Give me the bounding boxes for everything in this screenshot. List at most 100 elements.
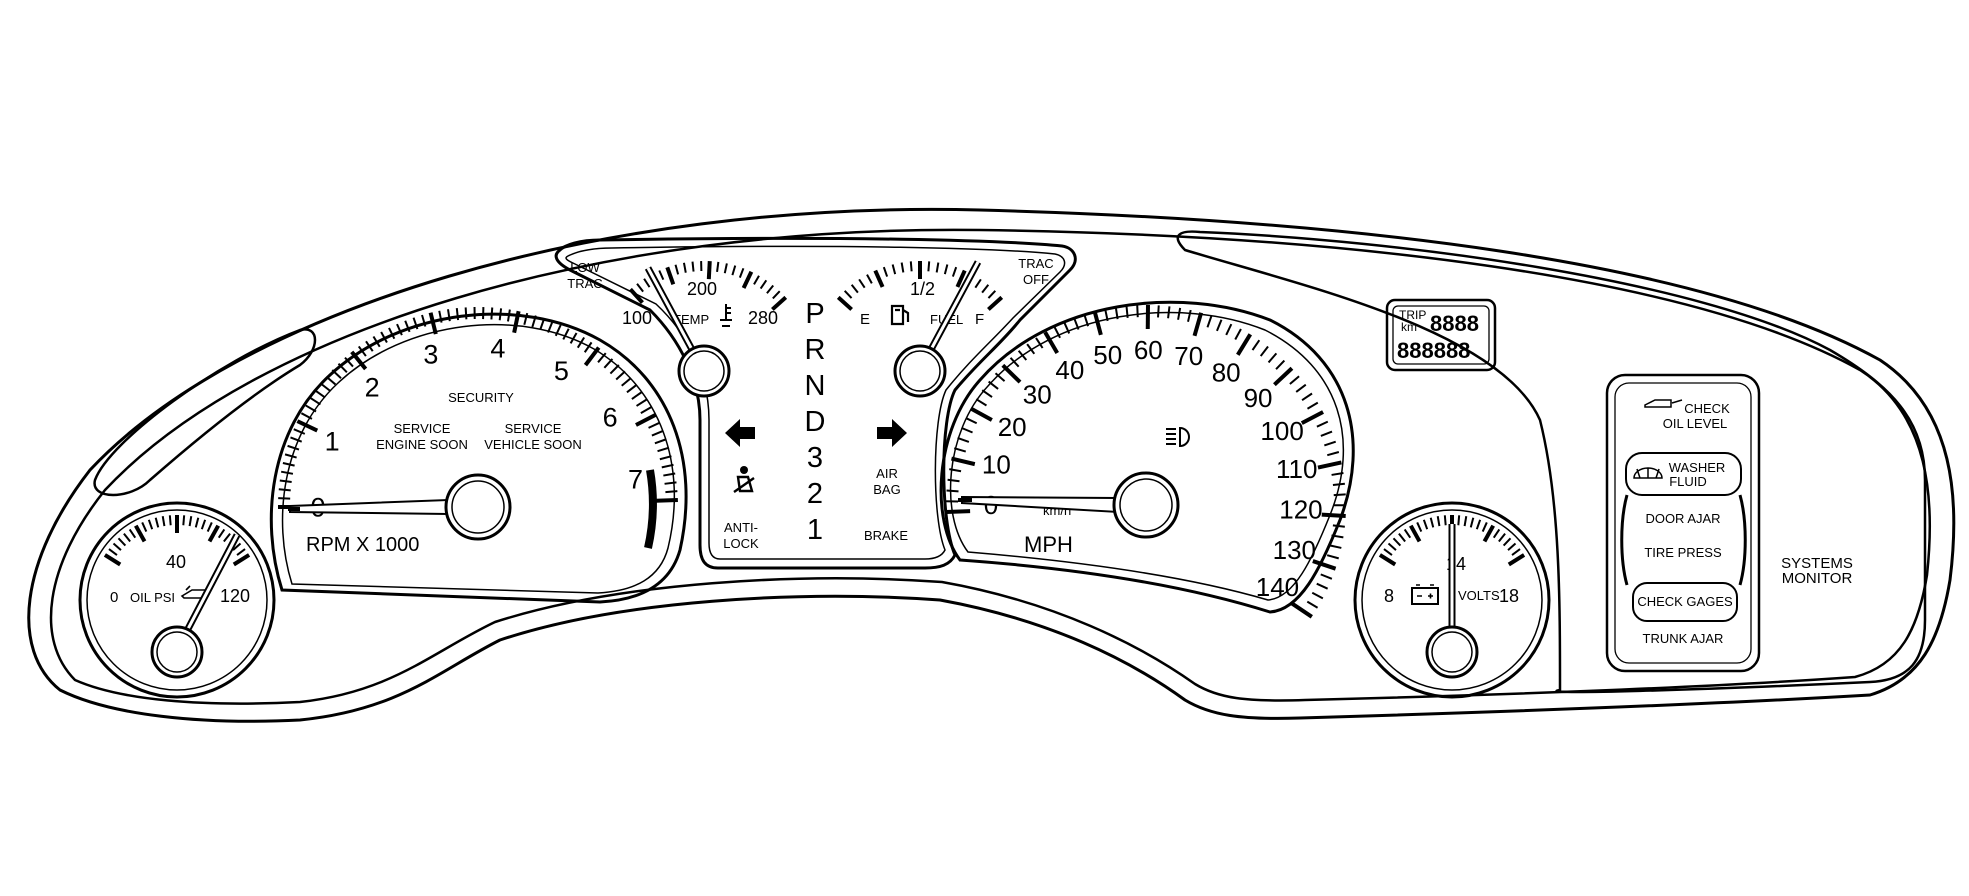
minor-tick xyxy=(320,382,331,392)
minor-tick xyxy=(464,307,468,320)
temp-caption: TEMP xyxy=(673,312,709,327)
washer-fluid-line2: FLUID xyxy=(1669,474,1707,489)
minor-tick xyxy=(635,398,648,407)
gear-2: 2 xyxy=(807,478,823,510)
low-trac-line1: LOW xyxy=(570,260,600,275)
trac-off-line2: OFF xyxy=(1023,272,1049,287)
minor-tick xyxy=(1403,528,1412,539)
minor-tick xyxy=(1443,515,1447,526)
warning-lamp-panel: CHECK OIL LEVEL WASHER FLUID DOOR AJAR T… xyxy=(1605,373,1761,673)
minor-tick xyxy=(949,468,962,473)
minor-tick xyxy=(1429,517,1435,528)
minor-tick xyxy=(236,548,246,556)
minor-tick xyxy=(636,283,644,293)
minor-tick xyxy=(665,490,678,494)
speedo-number-60: 60 xyxy=(1134,335,1163,365)
minor-tick xyxy=(891,264,897,275)
right-turn-signal-icon xyxy=(877,419,907,447)
minor-tick xyxy=(947,478,960,483)
speedo-numbers: 0102030405060708090100110120130140 xyxy=(982,335,1323,602)
minor-tick xyxy=(147,519,154,530)
minor-tick xyxy=(314,389,326,399)
check-gages-lamp: CHECK GAGES xyxy=(1637,594,1733,609)
minor-tick xyxy=(965,417,978,425)
major-tick xyxy=(873,269,885,288)
tach-number-1: 1 xyxy=(325,427,340,457)
minor-tick xyxy=(1332,482,1345,486)
minor-tick xyxy=(657,446,670,453)
major-tick xyxy=(946,509,971,514)
minor-tick xyxy=(280,470,294,475)
major-tick xyxy=(207,524,220,543)
temp-needle-hub xyxy=(677,344,731,398)
minor-tick xyxy=(337,362,348,373)
minor-tick xyxy=(112,542,122,551)
major-tick xyxy=(1317,460,1342,470)
tire-press-lamp: TIRE PRESS xyxy=(1644,545,1722,560)
minor-tick xyxy=(1306,401,1319,410)
tach-ticks xyxy=(278,307,678,549)
systems-monitor-label-line1: SYSTEMS xyxy=(1781,555,1853,572)
minor-tick xyxy=(438,310,443,323)
minor-tick xyxy=(957,436,970,443)
minor-tick xyxy=(1469,517,1475,528)
minor-tick xyxy=(753,275,760,285)
left-window-cutout xyxy=(93,328,317,497)
minor-tick xyxy=(1156,305,1160,318)
minor-tick xyxy=(882,266,889,277)
temp-gauge-ticks xyxy=(628,261,788,311)
check-oil-line1: CHECK xyxy=(1684,401,1730,416)
minor-tick xyxy=(309,397,321,406)
minor-tick xyxy=(331,369,342,379)
temp-label-100: 100 xyxy=(622,308,652,328)
tach-number-6: 6 xyxy=(603,402,618,432)
speedo-ticks xyxy=(946,304,1347,619)
minor-tick xyxy=(1475,519,1482,530)
minor-tick xyxy=(987,290,997,299)
seatbelt-icon xyxy=(733,466,755,493)
minor-tick xyxy=(554,324,562,337)
minor-tick xyxy=(1063,322,1071,334)
major-tick xyxy=(706,261,712,280)
minor-tick xyxy=(1267,352,1278,364)
minor-tick xyxy=(1331,472,1344,476)
major-tick xyxy=(134,524,147,543)
volt-needle-hub xyxy=(1425,625,1479,679)
major-tick xyxy=(1043,331,1059,355)
minor-tick xyxy=(1017,350,1028,361)
minor-tick xyxy=(490,307,494,320)
speedo-number-130: 130 xyxy=(1273,535,1316,565)
minor-tick xyxy=(1306,600,1319,609)
minor-tick xyxy=(1125,305,1129,318)
minor-tick xyxy=(1053,326,1061,339)
tach-number-2: 2 xyxy=(365,372,380,402)
minor-tick xyxy=(1136,305,1139,318)
minor-tick xyxy=(562,328,570,340)
minor-tick xyxy=(643,278,651,288)
minor-tick xyxy=(357,345,367,357)
minor-tick xyxy=(182,515,186,526)
tachometer: 01234567 RPM X 1000 SECURITY SERVICE ENG… xyxy=(269,307,688,604)
major-tick xyxy=(232,553,251,567)
minor-tick xyxy=(1332,524,1345,528)
minor-tick xyxy=(900,262,905,273)
minor-tick xyxy=(290,436,303,443)
brake-warning: BRAKE xyxy=(864,528,908,543)
minor-tick xyxy=(305,404,317,413)
fuel-label-half: 1/2 xyxy=(910,279,935,299)
minor-tick xyxy=(661,463,674,469)
systems-monitor-label-line2: MONITOR xyxy=(1782,570,1853,587)
volts-caption: VOLTS xyxy=(1458,588,1500,603)
minor-tick xyxy=(168,515,172,526)
anti-lock-line1: ANTI- xyxy=(724,520,758,535)
gear-1: 1 xyxy=(807,514,823,546)
minor-tick xyxy=(946,489,959,493)
high-beam-icon xyxy=(1166,426,1190,448)
minor-tick xyxy=(1481,522,1488,532)
major-tick xyxy=(1290,601,1313,619)
redline-band xyxy=(644,469,657,549)
minor-tick xyxy=(909,261,913,272)
minor-tick xyxy=(1275,359,1286,370)
minor-tick xyxy=(1083,314,1090,327)
minor-tick xyxy=(1383,548,1393,556)
